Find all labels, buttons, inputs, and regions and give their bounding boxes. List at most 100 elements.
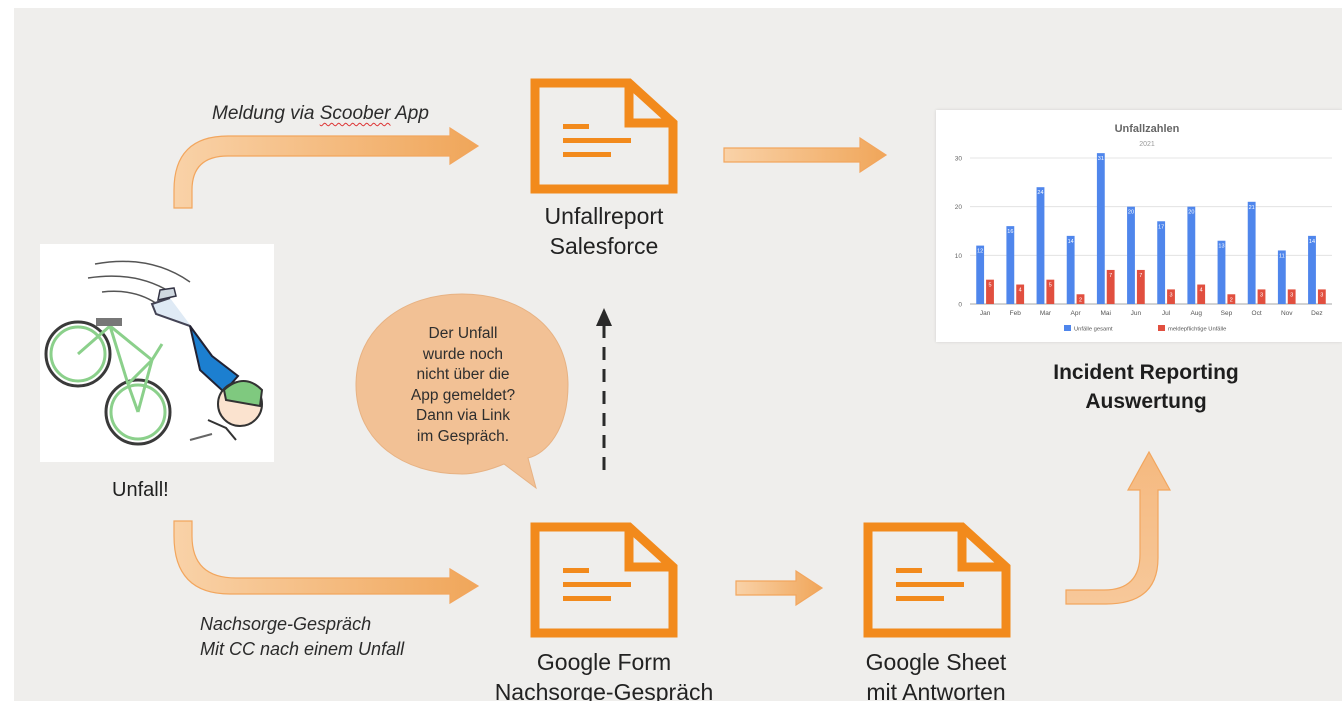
bar-reportable (1227, 294, 1236, 304)
legend-label: Unfälle gesamt (1074, 327, 1113, 333)
data-label: 20 (1128, 210, 1134, 216)
data-label: 14 (1309, 239, 1315, 245)
document-icon (530, 78, 678, 194)
bar-total (1157, 221, 1166, 304)
bar-reportable (1257, 289, 1266, 304)
reporting-label-line2: Auswertung (1085, 390, 1207, 413)
y-tick-label: 20 (955, 204, 963, 211)
data-label: 11 (1279, 253, 1285, 259)
bar-reportable (1016, 284, 1025, 304)
speech-bubble (355, 293, 569, 490)
x-tick-label: Mar (1040, 310, 1052, 317)
sheet-label: Google Sheet mit Antworten (814, 647, 1058, 701)
reporting-label: Incident Reporting Auswertung (1006, 358, 1286, 416)
bubble-line: Dann via Link (416, 407, 510, 424)
data-label: 20 (1188, 210, 1194, 216)
bar-reportable (1106, 269, 1115, 304)
arrow-to-form (173, 520, 480, 605)
salesforce-label-line2: Salesforce (549, 233, 659, 259)
data-label: 3 (1320, 292, 1323, 298)
data-label: 4 (1019, 288, 1022, 294)
bottom-arrow-label: Nachsorge-Gespräch Mit CC nach einem Unf… (200, 612, 404, 662)
process-diagram-slide: Meldung via Scoober App Unfallreport Sal… (14, 8, 1342, 701)
data-label: 21 (1249, 205, 1255, 211)
bar-total (1066, 235, 1075, 304)
x-tick-label: Feb (1010, 310, 1022, 317)
form-label: Google Form Nachsorge-Gespräch (464, 647, 744, 701)
bar-reportable (1197, 284, 1206, 304)
data-label: 3 (1290, 292, 1293, 298)
unfallzahlen-chart: Unfallzahlen 2021 0102030125Jan164Feb245… (955, 123, 1332, 333)
data-label: 17 (1158, 224, 1164, 230)
y-tick-label: 0 (958, 302, 962, 309)
data-label: 2 (1079, 297, 1082, 303)
x-tick-label: Jun (1131, 310, 1142, 317)
bar-reportable (1046, 279, 1055, 304)
bar-total (1187, 206, 1196, 304)
arrow-to-reporting (723, 136, 888, 174)
data-label: 7 (1139, 273, 1142, 279)
data-label: 7 (1109, 273, 1112, 279)
x-tick-label: Mai (1101, 310, 1111, 317)
bicycle-crash-illustration (44, 260, 264, 446)
x-tick-label: Aug (1190, 310, 1202, 317)
sheet-label-line1: Google Sheet (865, 649, 1007, 675)
bar-total (1006, 226, 1015, 304)
bar-reportable (1076, 294, 1085, 304)
bubble-line: nicht über die (416, 366, 510, 383)
data-label: 3 (1169, 292, 1172, 298)
arrow-to-sheet (735, 569, 824, 607)
bottom-arrow-label-line1: Nachsorge-Gespräch (200, 614, 372, 634)
bar-total (1217, 240, 1226, 304)
salesforce-label: Unfallreport Salesforce (494, 201, 714, 261)
legend-swatch (1158, 325, 1165, 331)
x-tick-label: Jan (980, 310, 991, 317)
top-arrow-label: Meldung via Scoober App (212, 103, 429, 124)
bottom-arrow-label-line2: Mit CC nach einem Unfall (200, 639, 405, 659)
bubble-line: App gemeldet? (410, 386, 516, 404)
chart-subtitle: 2021 (1139, 141, 1155, 148)
arrow-to-salesforce (173, 126, 480, 209)
bar-reportable (1287, 289, 1296, 304)
bar-reportable (1136, 269, 1145, 304)
x-tick-label: Apr (1071, 310, 1082, 317)
bar-reportable (1317, 289, 1326, 304)
scoober-word: Scoober (319, 103, 391, 124)
chart-title: Unfallzahlen (1115, 123, 1180, 135)
x-tick-label: Oct (1252, 310, 1262, 317)
data-label: 5 (1049, 283, 1052, 289)
data-label: 14 (1068, 239, 1074, 245)
bar-total (1277, 250, 1286, 304)
bar-total (1308, 235, 1316, 304)
bar-total (1247, 201, 1256, 304)
data-label: 16 (1007, 229, 1013, 235)
bubble-line: Der Unfall (428, 325, 498, 342)
bar-total (976, 245, 985, 304)
data-label: 3 (1260, 292, 1263, 298)
y-tick-label: 30 (955, 156, 963, 163)
document-icon (863, 522, 1011, 638)
salesforce-label-line1: Unfallreport (544, 203, 664, 229)
arrows-layer (173, 126, 1172, 607)
data-label: 24 (1037, 190, 1043, 196)
bubble-line: wurde noch (422, 345, 504, 363)
speech-bubble-text: Der Unfall wurde noch nicht über die App… (368, 324, 558, 447)
bubble-line: im Gespräch. (416, 427, 510, 445)
bar-total (1127, 206, 1135, 304)
data-label: 4 (1200, 288, 1203, 294)
data-label: 13 (1218, 244, 1224, 250)
data-label: 31 (1098, 156, 1104, 162)
data-label: 5 (988, 283, 991, 289)
data-label: 2 (1230, 297, 1233, 303)
form-label-line1: Google Form (536, 649, 672, 675)
bar-total (1036, 187, 1045, 304)
bar-reportable (1167, 289, 1175, 304)
x-tick-label: Jul (1162, 310, 1171, 317)
accident-illustration (40, 244, 274, 462)
reporting-label-line1: Incident Reporting (1053, 361, 1239, 384)
data-label: 12 (977, 249, 983, 255)
bar-reportable (986, 279, 994, 304)
x-tick-label: Sep (1221, 310, 1233, 317)
accident-label: Unfall! (112, 479, 169, 501)
